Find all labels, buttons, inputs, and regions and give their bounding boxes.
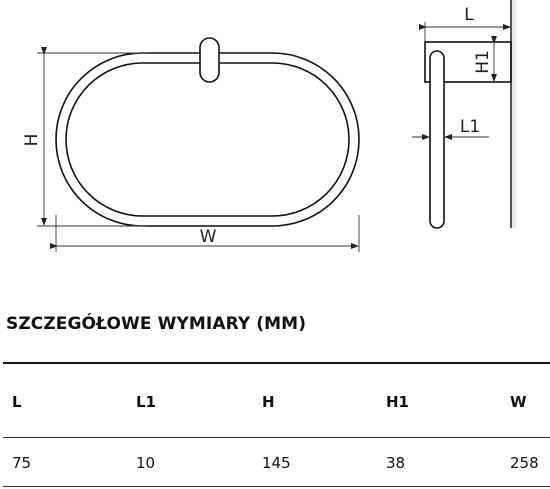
- value-H1: 38: [386, 454, 406, 472]
- table-mid-rule: [3, 437, 550, 438]
- dimension-W-lines: [50, 215, 360, 252]
- value-H: 145: [262, 454, 291, 472]
- header-H1: H1: [386, 393, 409, 411]
- header-W: W: [510, 393, 527, 411]
- header-L: L: [12, 393, 22, 411]
- dimension-H-lines: [37, 47, 148, 227]
- table-top-rule: [3, 362, 550, 364]
- dimension-L-lines: [419, 22, 511, 42]
- dimension-L1-label: L1: [460, 117, 480, 137]
- front-view-mount: [199, 37, 220, 83]
- section-title: SZCZEGÓŁOWE WYMIARY (MM): [6, 314, 307, 334]
- side-view-wall: [510, 0, 516, 228]
- dimension-L-label: L: [464, 5, 474, 25]
- towel-ring-technical-drawing: H W L H1 L1: [22, 0, 516, 252]
- table-bottom-rule: [3, 486, 550, 487]
- dimension-H-label: H: [22, 134, 42, 147]
- value-W: 258: [510, 454, 539, 472]
- value-L: 75: [12, 454, 32, 472]
- dimension-W-label: W: [200, 227, 217, 247]
- side-view-ring: [424, 41, 512, 229]
- header-H: H: [262, 393, 275, 411]
- header-L1: L1: [136, 393, 156, 411]
- dimension-H1-label: H1: [473, 50, 493, 74]
- value-L1: 10: [136, 454, 156, 472]
